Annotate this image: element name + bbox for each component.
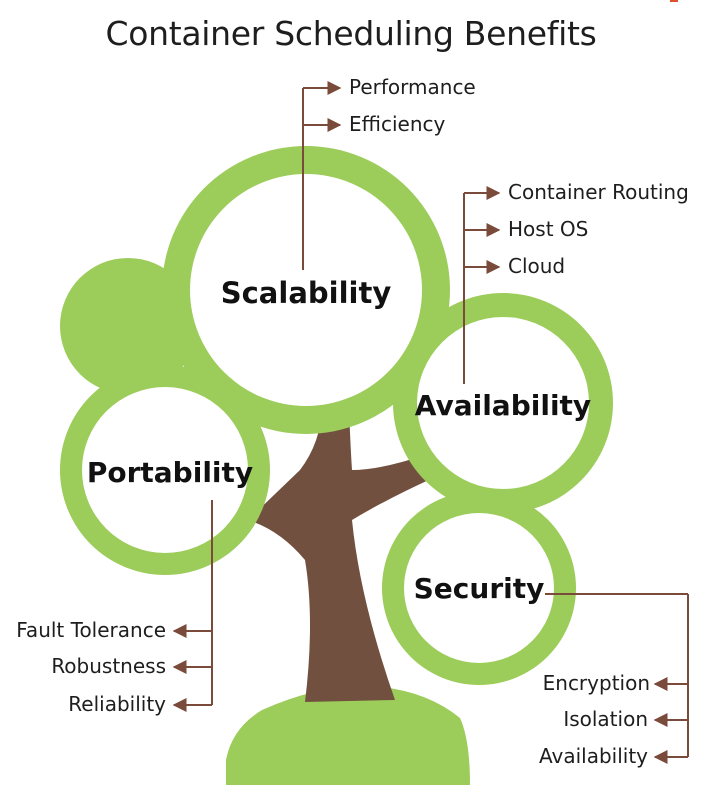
corner-accent-mark bbox=[670, 0, 678, 2]
security-item-availability: Availability bbox=[538, 744, 648, 768]
portability-item-robustness: Robustness bbox=[51, 654, 166, 678]
ground-mound bbox=[226, 685, 470, 785]
availability-item-cloud: Cloud bbox=[508, 254, 566, 278]
scalability-node bbox=[162, 146, 450, 434]
diagram-title: Container Scheduling Benefits bbox=[105, 14, 597, 53]
availability-item-host-os: Host OS bbox=[508, 217, 589, 241]
availability-item-container-routing: Container Routing bbox=[508, 180, 689, 204]
portability-label: Portability bbox=[86, 456, 254, 489]
background-leaf bbox=[60, 258, 196, 394]
security-label: Security bbox=[413, 572, 545, 605]
tree-trunk bbox=[248, 380, 433, 702]
security-connectors bbox=[545, 593, 689, 764]
scalability-label: Scalability bbox=[220, 276, 392, 310]
security-node bbox=[382, 491, 576, 685]
security-item-encryption: Encryption bbox=[542, 671, 650, 695]
scalability-connectors bbox=[302, 81, 342, 270]
scalability-item-performance: Performance bbox=[349, 75, 476, 99]
portability-node bbox=[60, 365, 270, 575]
portability-item-fault-tolerance: Fault Tolerance bbox=[16, 618, 166, 642]
scalability-item-efficiency: Efficiency bbox=[349, 112, 446, 136]
portability-item-reliability: Reliability bbox=[68, 692, 166, 716]
security-item-isolation: Isolation bbox=[563, 707, 648, 731]
availability-node bbox=[393, 293, 613, 513]
availability-connectors bbox=[463, 186, 501, 384]
portability-connectors bbox=[172, 500, 213, 712]
availability-label: Availability bbox=[414, 389, 592, 422]
